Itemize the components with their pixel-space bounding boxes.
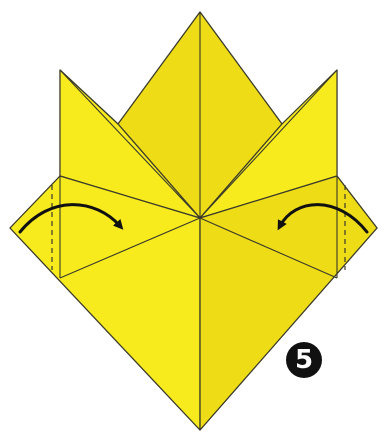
step-number-badge: 5	[286, 342, 322, 378]
